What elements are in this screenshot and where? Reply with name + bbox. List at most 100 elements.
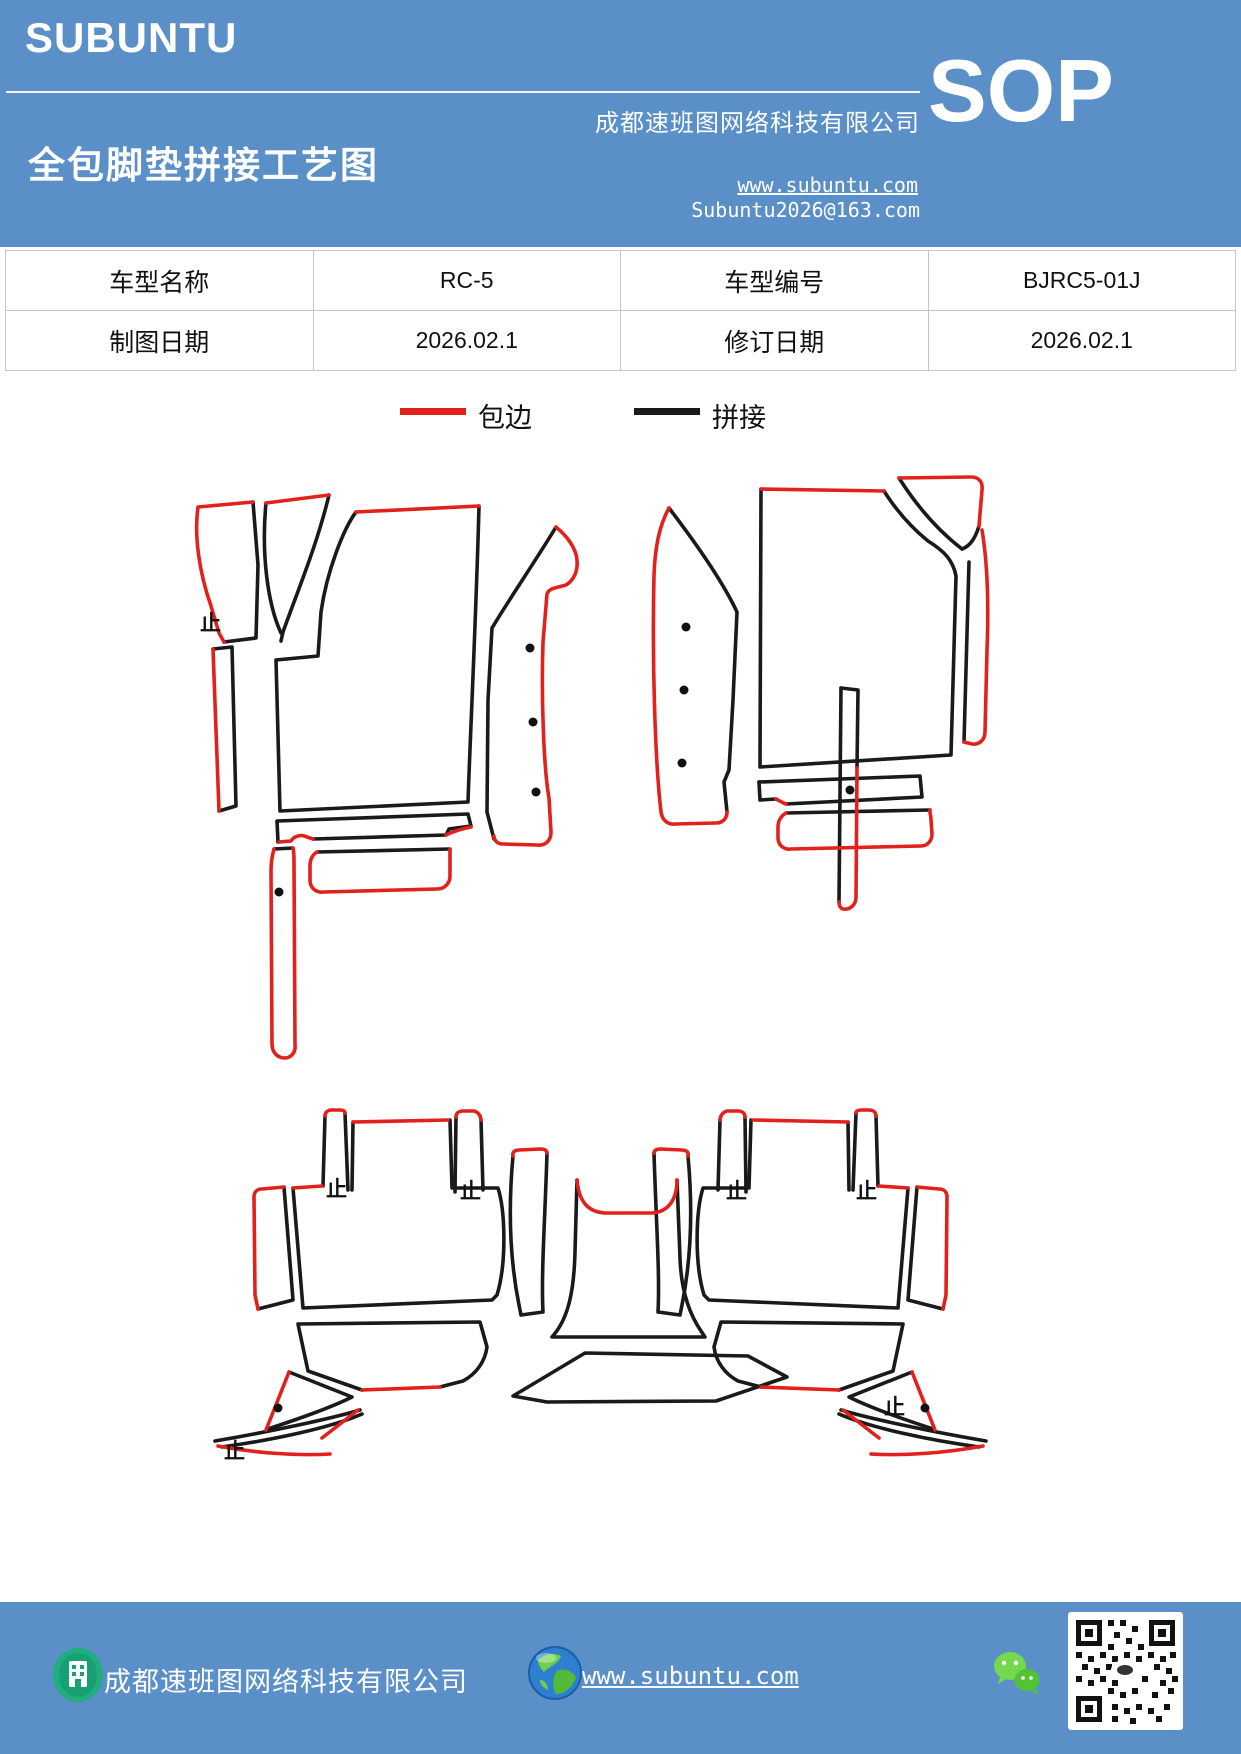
rear-right-triangle-seam [847, 1370, 935, 1431]
front-right-collar-seam [897, 476, 964, 551]
edge-color-swatch [400, 408, 466, 415]
rear-right-triangle-edge [910, 1370, 937, 1432]
front-left-wedge-edge [194, 500, 255, 644]
rear-left-blade-edge [216, 1444, 332, 1457]
header-website-link[interactable]: www.subuntu.com [737, 173, 918, 197]
stop-mark: 止 [224, 1439, 245, 1463]
edge-wrap-outlines [194, 475, 990, 1457]
front-left-vpiece-edge [264, 493, 331, 505]
footer-company-name: 成都速班图网络科技有限公司 [104, 1667, 468, 1697]
tunnel-edge [575, 1178, 679, 1215]
rear-right-tab-edge [718, 1109, 747, 1122]
model-name-label: 车型名称 [5, 250, 314, 311]
rear-right-back-edge [759, 1385, 841, 1392]
front-right-collar-seam [960, 524, 981, 551]
seam-outlines [211, 476, 988, 1449]
rear-right-wedge-seam [906, 1185, 945, 1311]
front-left-mat-seam [274, 504, 481, 813]
front-left-tail-seam [272, 846, 295, 851]
rear-left-blade-seam [213, 1408, 364, 1449]
dot [274, 887, 284, 897]
front-left-tail-edge [269, 846, 297, 1060]
header-divider [6, 91, 920, 93]
sop-badge: SOP [928, 41, 1114, 140]
stop-mark: 止 [460, 1179, 481, 1203]
mat-pattern-diagram: 止 止 止 止 止 止 止 [194, 475, 990, 1463]
rear-left-wedge-edge [252, 1185, 286, 1311]
rear-right-curve-strip-seam [652, 1151, 693, 1317]
legend: 包边 拼接 [0, 396, 1241, 436]
seam-legend-label: 拼接 [712, 403, 766, 433]
rear-right-tab-seam [851, 1111, 880, 1192]
front-left-side-edge [492, 525, 579, 847]
front-left-vpiece-seam [279, 493, 331, 643]
rear-right-mat-edge [877, 1184, 910, 1190]
draw-date-value: 2026.02.1 [312, 310, 621, 371]
model-code-label: 车型编号 [620, 250, 929, 311]
header-company-name: 成都速班图网络科技有限公司 [595, 111, 920, 137]
header-band: SUBUNTU 全包脚垫拼接工艺图 成都速班图网络科技有限公司 SOP www.… [0, 0, 1241, 247]
rear-right-mat-edge [751, 1118, 850, 1124]
rear-right-blade-edge [869, 1444, 985, 1457]
front-right-mat-seam [758, 487, 958, 769]
front-left-mat-edge [354, 504, 481, 514]
front-right-bar-seam [757, 780, 778, 802]
rear-right-tab-seam [716, 1115, 748, 1194]
rear-left-triangle-seam [266, 1370, 354, 1431]
rear-right-mat-seam [695, 1118, 910, 1310]
stop-mark: 止 [326, 1177, 347, 1201]
front-left-bar-edge [277, 833, 315, 844]
seam-color-swatch [634, 408, 700, 415]
stop-mark: 止 [884, 1395, 905, 1419]
front-right-tail-seam [837, 686, 843, 904]
rear-left-tab-edge [454, 1109, 483, 1122]
front-left-wedge-seam [222, 500, 260, 644]
footer-band: 成都速班图网络科技有限公司 www.subuntu.com [0, 1602, 1241, 1754]
rear-right-blade-edge [841, 1408, 881, 1440]
dot [528, 717, 538, 727]
rear-left-tab-edge [323, 1108, 347, 1118]
rear-left-mat-seam [291, 1118, 506, 1310]
front-right-collar-edge [897, 475, 984, 528]
stop-mark: 止 [856, 1179, 877, 1203]
rear-left-tab-seam [453, 1115, 485, 1194]
vehicle-info-table: 车型名称 RC-5 车型编号 BJRC5-01J 制图日期 2026.02.1 … [5, 250, 1236, 371]
dot [679, 685, 689, 695]
tunnel-seam [550, 1178, 707, 1339]
rear-left-blade-edge [320, 1408, 360, 1440]
model-name-value: RC-5 [312, 250, 621, 311]
rear-left-wedge-seam [256, 1185, 295, 1311]
rear-left-triangle-edge [264, 1370, 291, 1432]
rear-left-curve-strip-edge [511, 1147, 549, 1158]
revise-date-value: 2026.02.1 [927, 310, 1236, 371]
wechat-icon [994, 1652, 1040, 1695]
dot [525, 643, 535, 653]
front-left-pocket-edge [308, 847, 452, 894]
brand-logo: SUBUNTU [25, 14, 238, 61]
front-left-pocket-seam [315, 847, 452, 854]
draw-date-label: 制图日期 [5, 310, 314, 371]
rear-right-curve-strip-edge [652, 1147, 690, 1158]
front-right-tail-seam [839, 686, 860, 770]
rear-right-back-seam [712, 1320, 905, 1392]
footer-website-link[interactable]: www.subuntu.com [582, 1662, 799, 1690]
alignment-dots [273, 622, 930, 1413]
front-right-wedge-seam [667, 506, 739, 814]
dot [677, 758, 687, 768]
stop-mark: 止 [200, 611, 221, 635]
revise-date-label: 修订日期 [620, 310, 929, 371]
building-icon [53, 1648, 103, 1702]
front-right-bar-edge [774, 797, 788, 806]
table-row: 制图日期 2026.02.1 修订日期 2026.02.1 [5, 310, 1236, 371]
page-title: 全包脚垫拼接工艺图 [28, 146, 379, 187]
front-right-edge-strip-edge [962, 528, 990, 746]
dot [273, 1403, 283, 1413]
rear-right-riser-seam [846, 1120, 851, 1192]
qr-code [1068, 1612, 1183, 1730]
rear-left-mat-edge [291, 1184, 324, 1190]
rear-left-back-edge [360, 1385, 442, 1392]
front-right-edge-strip-seam [962, 560, 971, 744]
rear-right-tab-edge [854, 1108, 878, 1118]
model-code-value: BJRC5-01J [927, 250, 1236, 311]
